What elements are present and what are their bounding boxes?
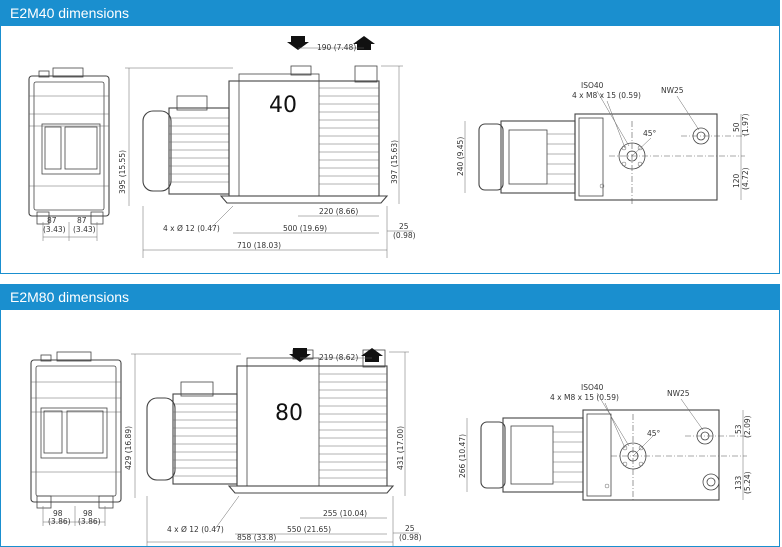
top-dim-b: 120 (732, 173, 741, 188)
offset-dim-in: (0.98) (399, 533, 422, 542)
foot-length-dim: 500 (19.69) (283, 224, 327, 233)
top-width-dim: 240 (9.45) (456, 137, 465, 176)
bolt-spec-label: 4 x M8 x 15 (0.59) (550, 393, 619, 402)
flange-label: ISO40 (581, 383, 604, 392)
height-right-dim: 431 (17.00) (396, 426, 405, 470)
front-dim-left: 98 (53, 509, 63, 518)
front-dim-left-in: (3.86) (48, 517, 71, 526)
front-dim-right: 98 (83, 509, 93, 518)
offset-dim-in: (0.98) (393, 231, 416, 240)
foot-spacing-dim: 255 (10.04) (323, 509, 367, 518)
foot-length-dim: 550 (21.65) (287, 525, 331, 534)
top-view: 45° ISO40 4 x M8 x 15 (0.59) NW25 240 (9… (456, 81, 750, 204)
front-dim-right-in: (3.86) (78, 517, 101, 526)
top-dim-a: 53 (734, 424, 743, 434)
panel-title: E2M40 dimensions (1, 1, 779, 26)
panel-e2m40: E2M40 dimensions (0, 0, 780, 274)
angle-dim: 45° (643, 129, 657, 138)
front-dim-left-in: (3.43) (43, 225, 66, 234)
top-dim-a-in: (1.97) (741, 113, 750, 136)
top-dim-b-in: (4.72) (741, 167, 750, 190)
inlet-arrow-icon (289, 348, 311, 362)
front-dim-right-in: (3.43) (73, 225, 96, 234)
drawing-area: 87 (3.43) 87 (3.43) (1, 26, 779, 273)
e2m40-drawing: 87 (3.43) 87 (3.43) (28, 36, 750, 258)
exhaust-label: NW25 (667, 389, 690, 398)
height-left-dim: 395 (15.55) (118, 150, 127, 194)
front-dim-right: 87 (77, 216, 87, 225)
outlet-arrow-icon (353, 36, 375, 50)
panel-e2m80: E2M80 dimensions (0, 284, 780, 547)
height-left-dim: 429 (16.89) (124, 426, 133, 470)
front-view: 98 (3.86) 98 (3.86) (30, 351, 122, 526)
side-view: 40 190 (7.48) 395 (15.55) 397 (15.63) 22… (118, 36, 416, 258)
flange-label: ISO40 (581, 81, 604, 90)
mounting-holes-dim: 4 x Ø 12 (0.47) (167, 525, 224, 534)
offset-dim: 25 (405, 524, 415, 533)
bolt-spec-label: 4 x M8 x 15 (0.59) (572, 91, 641, 100)
overall-length-dim: 710 (18.03) (237, 241, 281, 250)
top-dim-b-in: (5.24) (743, 471, 752, 494)
top-width-dim: 266 (10.47) (458, 434, 467, 478)
outlet-arrow-icon (361, 348, 383, 362)
overall-length-dim: 858 (33.8) (237, 533, 276, 542)
mounting-holes-dim: 4 x Ø 12 (0.47) (163, 224, 220, 233)
e2m80-drawing: 98 (3.86) 98 (3.86) (30, 348, 752, 546)
offset-dim: 25 (399, 222, 409, 231)
exhaust-label: NW25 (661, 86, 684, 95)
port-spacing-dim: 190 (7.48) (317, 43, 356, 52)
model-number-label: 80 (275, 401, 303, 426)
top-dim-a-in: (2.09) (743, 415, 752, 438)
foot-spacing-dim: 220 (8.66) (319, 207, 358, 216)
front-dim-left: 87 (47, 216, 57, 225)
angle-dim: 45° (647, 429, 661, 438)
port-spacing-dim: 219 (8.62) (319, 353, 358, 362)
side-view: 80 219 (8.62) 429 (16.89) 431 (17.00) 25… (124, 348, 422, 546)
height-right-dim: 397 (15.63) (390, 140, 399, 184)
model-number-label: 40 (269, 93, 297, 118)
top-dim-a: 50 (732, 122, 741, 132)
top-view: 45° ISO40 4 x M8 x 15 (0.59) NW25 266 (1… (458, 383, 752, 502)
top-dim-b: 133 (734, 475, 743, 490)
drawing-area: 98 (3.86) 98 (3.86) (1, 310, 779, 546)
panel-title: E2M80 dimensions (1, 285, 779, 310)
front-view: 87 (3.43) 87 (3.43) (28, 67, 110, 241)
inlet-arrow-icon (287, 36, 309, 50)
